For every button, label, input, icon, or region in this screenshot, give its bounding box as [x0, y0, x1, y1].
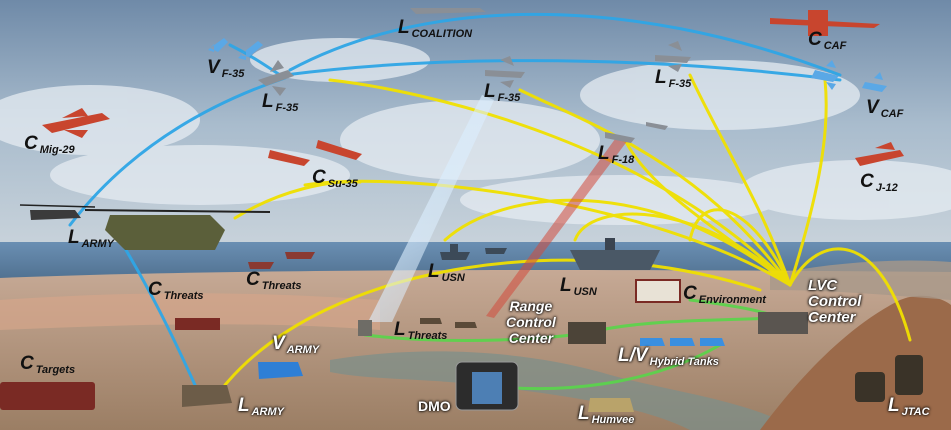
control-center-icon — [568, 279, 808, 344]
blue-beam — [368, 95, 494, 322]
range-control-center-label: Range Control Center — [506, 298, 556, 346]
carrier-icon — [570, 238, 660, 270]
tank-icon — [182, 318, 725, 407]
dmo-label: DMO — [418, 398, 451, 414]
mountains — [760, 295, 951, 430]
fighter-jet-icon — [208, 38, 887, 92]
ship-icon — [248, 244, 507, 269]
soldier-icon — [855, 355, 923, 402]
truck-icon — [0, 318, 220, 410]
helicopter-icon — [19, 204, 271, 250]
yellow-links — [223, 73, 912, 387]
beach — [0, 293, 380, 330]
red-beam — [486, 135, 628, 318]
humvee-icon — [588, 398, 634, 412]
blue-links — [68, 12, 842, 387]
radar-icon — [358, 320, 372, 336]
lvc-control-center-label: LVC Control Center — [808, 277, 862, 326]
hills — [770, 260, 951, 300]
fighter-jet-icon — [42, 10, 904, 166]
clouds — [0, 38, 951, 225]
fighter-jet-icon — [258, 8, 691, 143]
river — [330, 351, 780, 430]
dmo-building-icon — [455, 361, 519, 411]
